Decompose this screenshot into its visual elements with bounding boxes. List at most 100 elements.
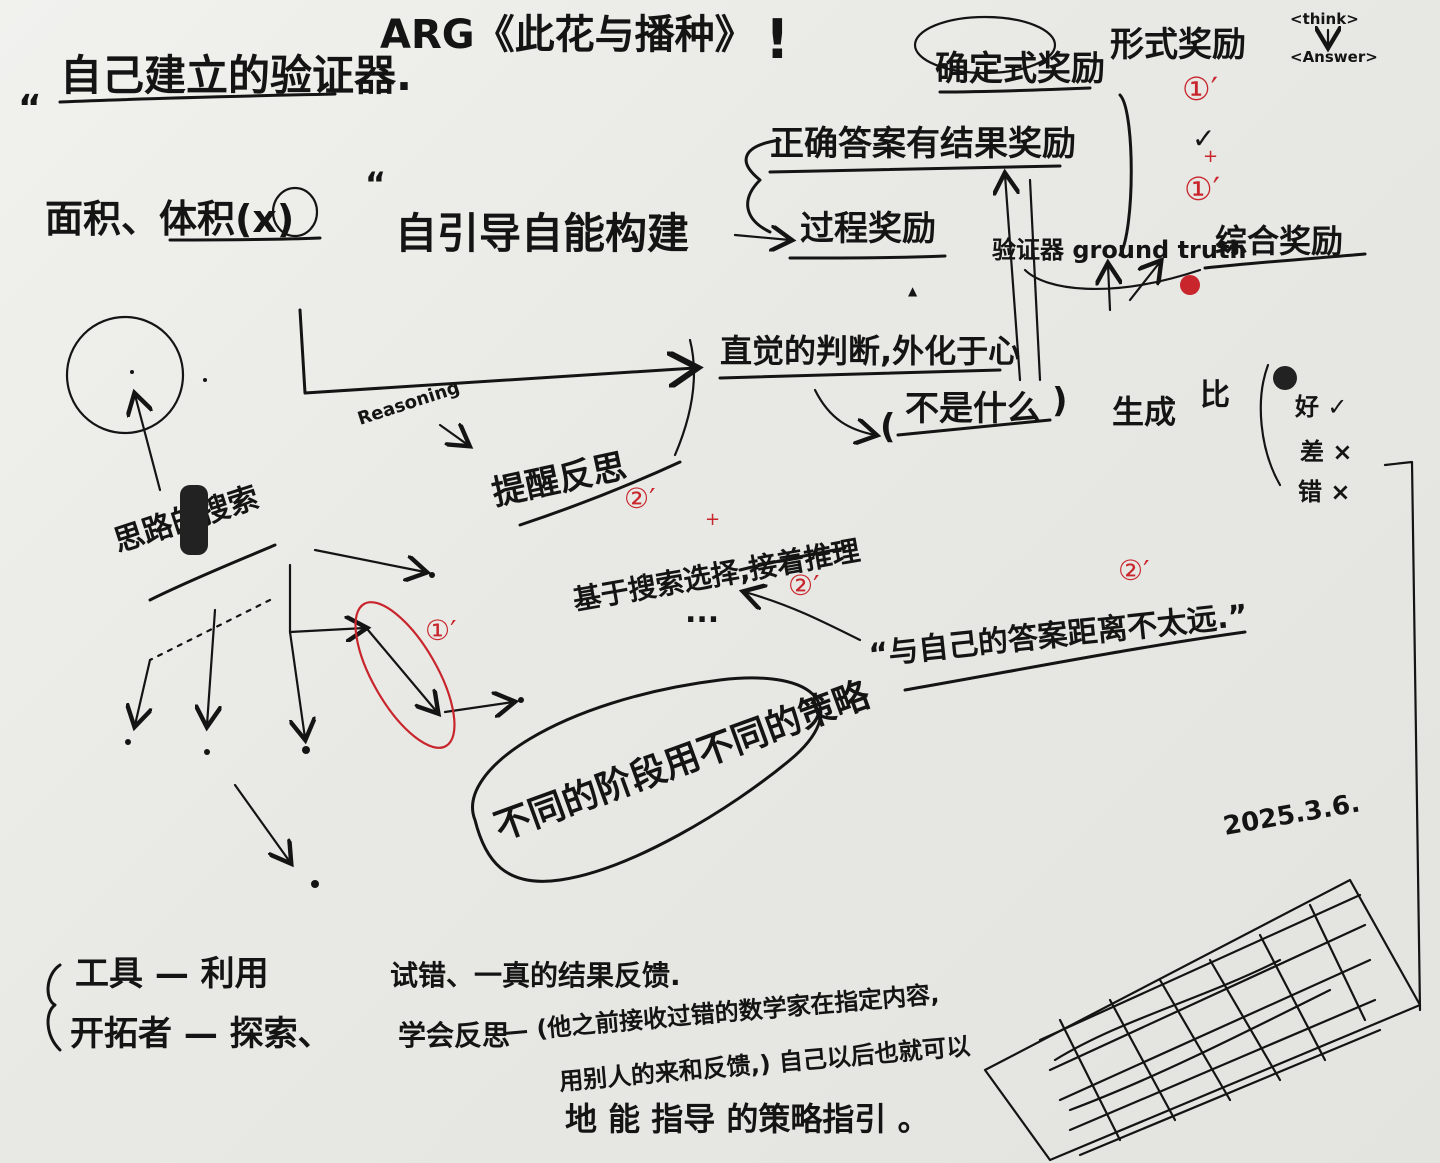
- correct-reward: 正确答案有结果奖励: [770, 124, 1076, 164]
- tree-edge-6: [288, 628, 365, 632]
- tree-leaf-1: [125, 739, 131, 745]
- vertical-connector: [1028, 178, 1042, 382]
- tree-leaf-4: [311, 880, 319, 888]
- plus-mark: +: [1203, 146, 1218, 167]
- reflection-underline: [518, 460, 682, 527]
- paren-left: (: [880, 407, 896, 447]
- quote-to-search-arrow: [745, 592, 862, 642]
- tree-edge-5: [288, 630, 305, 738]
- intuition: 直觉的判断,外化于心: [720, 332, 1020, 370]
- self-guided-construction: 自引导自能构建: [395, 209, 689, 258]
- tree-root-arrow: [135, 395, 162, 492]
- tree-leaf-5: [518, 697, 524, 703]
- tool-1: 工具 — 利用: [75, 954, 269, 994]
- process-reward: 过程奖励: [800, 209, 936, 249]
- quote-mark-red: ②′: [1118, 554, 1149, 587]
- title-rag: ARG《此花与播种》: [380, 12, 755, 58]
- verifier-ground-truth: 验证器 ground truth: [992, 236, 1247, 264]
- reward-title-underline: [938, 86, 1092, 94]
- tree-edge-8: [443, 702, 513, 712]
- quote-far-underline: [903, 630, 1247, 692]
- intuition-to-whatnot: [813, 388, 875, 435]
- correct-reward-underline: [768, 164, 1062, 174]
- stages-text: 不同的阶段用不同的策略: [489, 674, 876, 848]
- right-border: [1383, 460, 1422, 1012]
- red-mark-top-2: ①′: [1184, 170, 1220, 208]
- note-line-2-label: 学会反思: [398, 1019, 510, 1052]
- red-mark-top-1: ①′: [1182, 70, 1218, 108]
- red-circle-mark: [1180, 275, 1200, 295]
- tree-edge-3: [207, 608, 215, 725]
- reward-title: 确定式奖励: [935, 49, 1105, 89]
- tree-edge-9: [233, 783, 290, 862]
- tree-goal-circle: [65, 315, 185, 435]
- than-label: 比: [1200, 378, 1230, 413]
- verifier-box: [1023, 268, 1202, 290]
- tree-root-blot: [180, 485, 208, 555]
- check-mark: ✓: [1192, 122, 1215, 155]
- note-line-4: 地 能 指导 的策略指引 。: [565, 1100, 930, 1138]
- verifier-arrow-2: [1128, 262, 1160, 302]
- scribble-box: [983, 878, 1422, 1162]
- process-to-correct-arrow: [1005, 175, 1022, 382]
- tree-edge-7: [366, 628, 437, 712]
- tree-side-dot: [203, 378, 207, 382]
- process-reward-underline: [788, 254, 947, 260]
- note-line-3: 用别人的来和反馈,) 自己以后也就可以: [558, 1032, 971, 1096]
- tree-edge-1: [313, 548, 425, 572]
- verifier-arrow-1: [1108, 265, 1110, 312]
- tree-leaf-3: [302, 746, 310, 754]
- paren-right: ): [1052, 381, 1068, 421]
- intuition-underline: [718, 368, 1002, 380]
- tree-edge-2: [135, 658, 150, 725]
- title-underline: [58, 92, 337, 104]
- tree-goal-dot: [130, 370, 134, 374]
- comprehensive-reward: 综合奖励: [1215, 222, 1343, 260]
- list-brace: [1259, 363, 1282, 487]
- note-line-1: 试错、一真的结果反馈.: [390, 959, 681, 992]
- think-tag: <think>: [1290, 10, 1359, 28]
- tree-edge-dotted: [148, 598, 272, 662]
- search-mark: ②′: [788, 569, 819, 602]
- reward-brace: [744, 138, 782, 234]
- answer-tag: <Answer>: [1290, 48, 1378, 66]
- quote-mark-mid: “: [365, 165, 386, 203]
- tree-highlight-circle: [354, 601, 456, 749]
- scribble-crossout: [1038, 893, 1382, 1157]
- reward-title-bubble: [913, 15, 1057, 75]
- format-reward: 形式奖励: [1110, 25, 1246, 65]
- tree-node-1: [429, 572, 435, 578]
- construction-to-process-arrow: [733, 235, 790, 240]
- list-wrong: 错 ×: [1298, 478, 1350, 506]
- comprehensive-underline: [1203, 252, 1367, 270]
- quote-mark-left: “: [18, 88, 42, 129]
- reflection: 提醒反思: [489, 446, 630, 513]
- bottom-left-brace: [46, 963, 62, 1052]
- title-main: 自己建立的验证器.: [60, 51, 412, 100]
- reflection-mark: ②′: [624, 482, 655, 515]
- list-bad: 差 ×: [1300, 438, 1352, 466]
- search-select-underline: [738, 546, 847, 572]
- area-volume-underline: [168, 236, 322, 242]
- what-not-underline: [896, 418, 1052, 437]
- small-triangle: ▲: [908, 284, 918, 298]
- list-blot: [1273, 366, 1297, 390]
- search-dots: ...: [685, 595, 719, 630]
- tree-red-mark: ①′: [425, 614, 456, 647]
- reflection-connector: [673, 338, 696, 457]
- date: 2025.3.6.: [1221, 788, 1362, 842]
- construction-to-intuition: [298, 308, 695, 395]
- generate-label: 生成: [1112, 393, 1176, 431]
- right-bracket: [1118, 93, 1133, 257]
- tree-root-underline: [148, 543, 277, 602]
- title-exclaim: !: [765, 8, 790, 71]
- tree-leaf-2: [204, 749, 210, 755]
- stages-bubble: [471, 676, 823, 883]
- search-plus: +: [705, 509, 720, 530]
- tool-2: 开拓者 — 探索、: [70, 1014, 332, 1054]
- list-good: 好 ✓: [1294, 393, 1347, 421]
- reasoning-arrow: [438, 425, 468, 445]
- area-volume: 面积、体积(x): [45, 197, 294, 241]
